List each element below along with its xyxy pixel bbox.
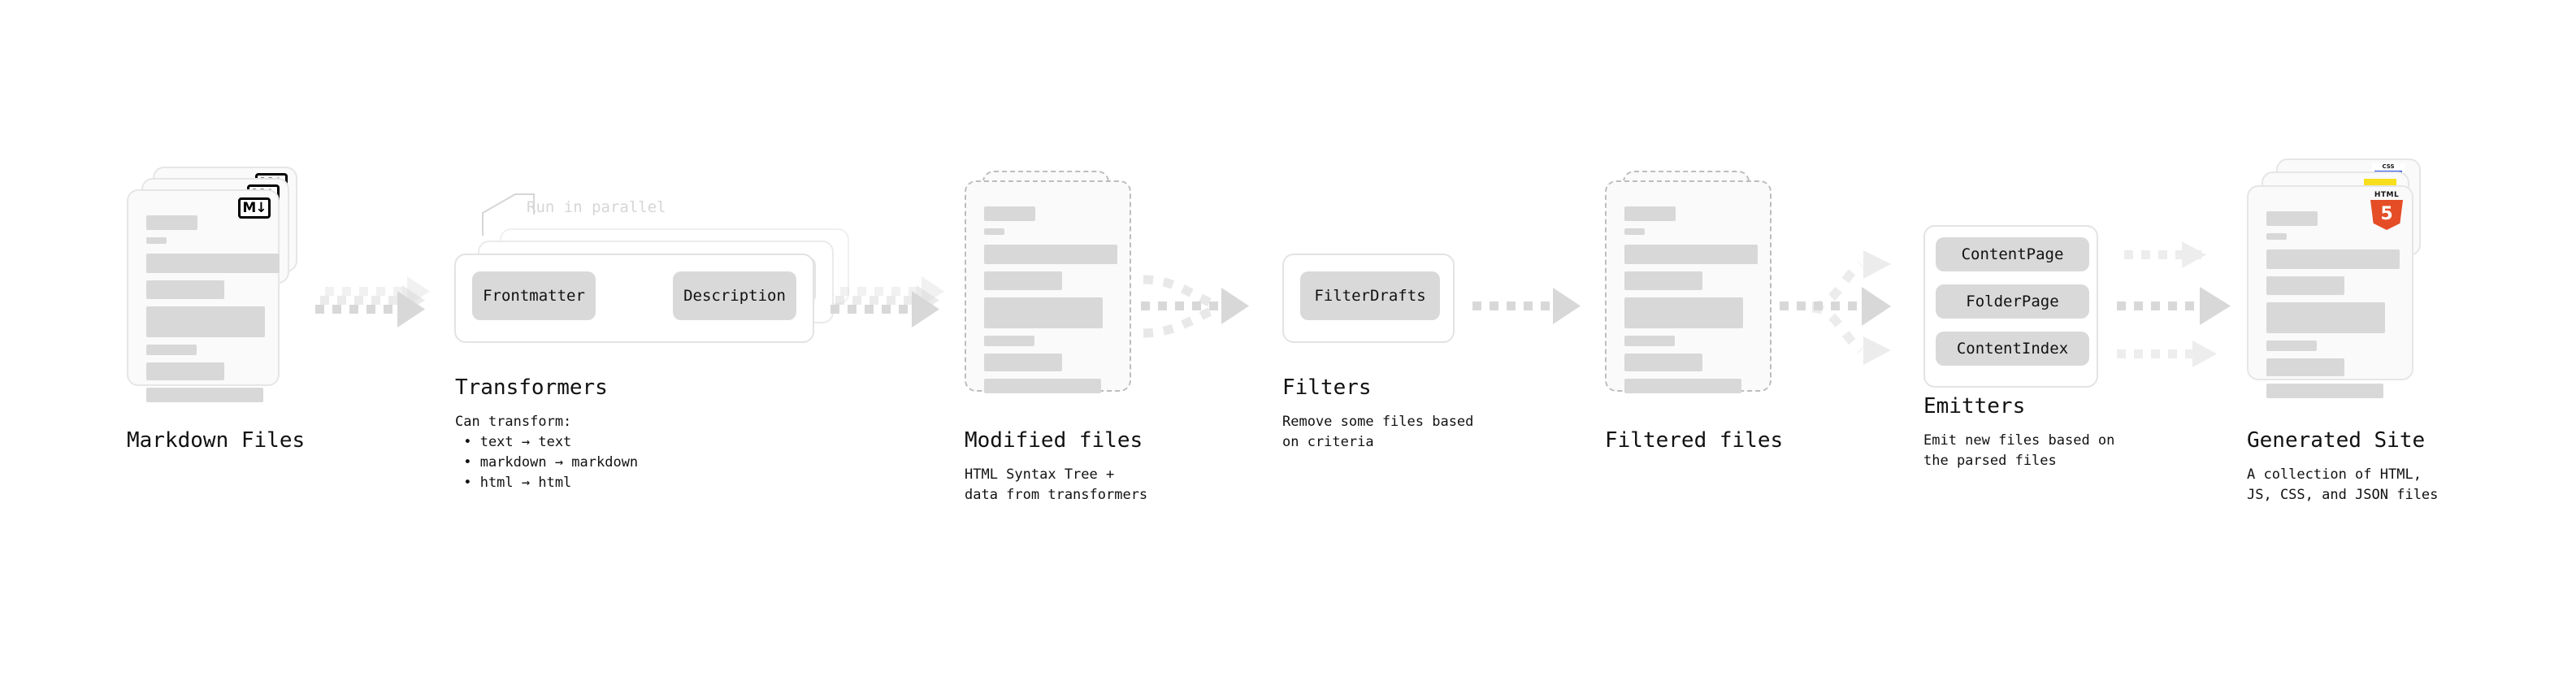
markdown-files-title: Markdown Files [127, 428, 306, 453]
filtered-card-stack [1605, 171, 1776, 393]
filters-box: FilterDrafts [1282, 254, 1455, 343]
chip-description[interactable]: Description [673, 271, 796, 320]
filtered-card-front [1605, 180, 1772, 393]
modified-files-title: Modified files [965, 428, 1143, 453]
modified-card-stack [965, 171, 1135, 393]
transformers-title: Transformers [455, 375, 608, 400]
emitters-description: Emit new files based on the parsed files [1923, 432, 2115, 469]
markdown-icon-front: M↓ [238, 197, 271, 219]
site-card-front-html: HTML [2247, 185, 2413, 398]
transformers-description: Can transform: • text → text • markdown … [455, 414, 639, 491]
site-card-bars [2266, 211, 2400, 406]
chip-folderpage[interactable]: FolderPage [1936, 284, 2089, 319]
css-icon-label: CSS [2382, 163, 2395, 170]
site-card-stack: CSS HTML [2247, 158, 2422, 398]
markdown-card-front: M↓ [127, 189, 280, 402]
markdown-card-stack: M↓ M↓ M↓ [127, 167, 297, 402]
generated-site-title: Generated Site [2247, 428, 2426, 453]
filtered-card-bars [1624, 206, 1758, 401]
markdown-card-bars [146, 215, 280, 410]
modified-card-front [965, 180, 1131, 393]
chip-filterdrafts[interactable]: FilterDrafts [1300, 271, 1440, 320]
emitters-title: Emitters [1923, 394, 2026, 419]
generated-site-description: A collection of HTML, JS, CSS, and JSON … [2247, 466, 2439, 503]
html5-icon-word: HTML [2374, 191, 2400, 199]
transformers-box-front: Frontmatter Description [454, 254, 814, 343]
chip-contentpage[interactable]: ContentPage [1936, 237, 2089, 271]
emitters-box: ContentPage FolderPage ContentIndex [1923, 225, 2098, 388]
filters-description: Remove some files based on criteria [1282, 414, 1474, 450]
modified-files-description: HTML Syntax Tree + data from transformer… [965, 466, 1148, 503]
chip-frontmatter[interactable]: Frontmatter [472, 271, 596, 320]
filtered-files-title: Filtered files [1605, 428, 1784, 453]
modified-card-bars [984, 206, 1117, 401]
chip-contentindex[interactable]: ContentIndex [1936, 332, 2089, 366]
filters-title: Filters [1282, 375, 1372, 400]
html5-icon: HTML [2370, 191, 2404, 230]
run-in-parallel-label: Run in parallel [527, 198, 666, 216]
